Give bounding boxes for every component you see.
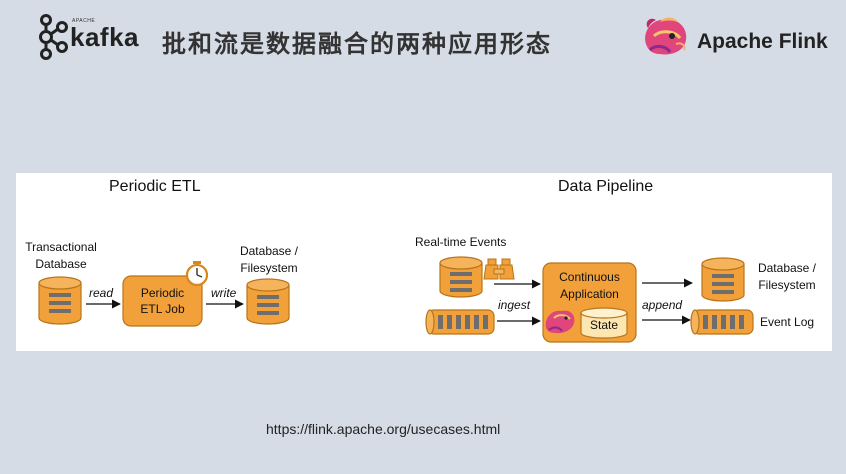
flink-squirrel-small-icon — [545, 310, 575, 334]
periodic-etl-heading: Periodic ETL — [109, 178, 201, 195]
etl-sink-label-line1: Database / — [239, 244, 299, 258]
pipeline-sink-database-icon — [701, 257, 745, 302]
app-line1: Continuous — [559, 270, 620, 284]
source-database-icon — [38, 276, 82, 325]
state-label: State — [589, 318, 619, 332]
source-label-line2: Database — [35, 257, 87, 271]
write-label: write — [211, 286, 237, 300]
source-url-link[interactable]: https://flink.apache.org/usecases.html — [266, 421, 501, 437]
input-event-log-icon — [425, 309, 495, 335]
pipeline-sink-label-line2: Filesystem — [758, 278, 816, 292]
flink-logo-text: Apache Flink — [697, 30, 828, 53]
page-title: 批和流是数据融合的两种应用形态 — [162, 30, 552, 58]
header: APACHE kafka ® 批和流是数据融合的两种应用形态 Apache Fl… — [0, 0, 846, 80]
read-label: read — [89, 286, 114, 300]
output-event-log-icon — [690, 309, 754, 335]
kafka-logo-icon — [39, 14, 68, 60]
kafka-logo-text: kafka — [70, 22, 139, 52]
source-label-line1: Transactional — [25, 240, 97, 254]
periodic-etl-job-box — [122, 275, 203, 327]
append-label: append — [642, 298, 683, 312]
kafka-logo-small-text: APACHE — [72, 18, 96, 24]
flink-squirrel-icon — [645, 17, 687, 55]
etl-sink-label-line2: Filesystem — [240, 261, 298, 275]
state-database-icon — [580, 307, 628, 339]
diagram-graphics — [38, 256, 754, 343]
etl-job-line2: ETL Job — [140, 302, 185, 316]
events-database-icon — [439, 256, 483, 298]
etl-job-line1: Periodic — [140, 286, 185, 300]
binoculars-icon — [483, 258, 515, 280]
kafka-logo-registered: ® — [131, 36, 137, 45]
sink-database-icon — [246, 278, 290, 325]
event-log-label: Event Log — [760, 315, 815, 329]
data-pipeline-heading: Data Pipeline — [558, 178, 654, 195]
pipeline-sink-label-line1: Database / — [757, 261, 817, 275]
events-label: Real-time Events — [415, 235, 507, 249]
app-line2: Application — [560, 287, 619, 301]
ingest-label: ingest — [498, 298, 531, 312]
diagram-panel: Periodic ETL Transactional Database read… — [16, 173, 832, 351]
stopwatch-icon — [185, 261, 209, 287]
